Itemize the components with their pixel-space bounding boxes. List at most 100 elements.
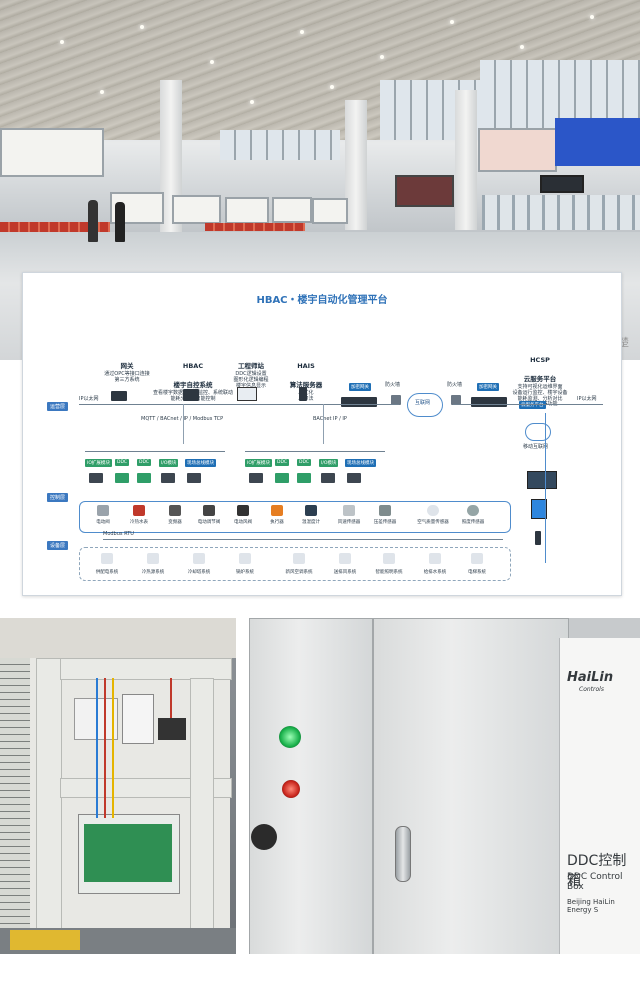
ceiling-light	[450, 20, 454, 24]
node-workstation: 工程师站 DDC逻辑设置 图形化逻辑编程 楼宇信息显示	[221, 353, 281, 389]
pillar	[345, 100, 367, 230]
node-hais-subtitle: 算法服务器	[289, 381, 323, 389]
regulating-valve-icon	[203, 505, 215, 516]
control-item-label: 变频器	[168, 520, 182, 525]
node-hcsp-desc: 能耗监测、分析对比	[517, 395, 563, 402]
cloud-icon	[525, 423, 551, 441]
io-module	[161, 473, 175, 483]
equipment-icon	[383, 553, 395, 564]
gate-sign	[540, 175, 584, 193]
ddc-tag: DDC	[297, 459, 312, 466]
actuator-icon	[271, 505, 283, 516]
ethernet-bus	[453, 404, 603, 405]
node-workstation-desc: 楼宇信息显示	[235, 382, 266, 389]
band-equipment: 设备层	[47, 541, 69, 550]
red-indicator-light-icon	[282, 780, 300, 798]
service-desk	[395, 175, 454, 207]
light-sensor-icon	[467, 505, 479, 516]
box-title-en: DDC Control Box	[567, 872, 623, 892]
equipment-icon	[429, 553, 441, 564]
seating-row	[205, 223, 305, 231]
ddc-tag: DDC	[137, 459, 152, 466]
control-item-label: 温湿度计	[302, 520, 320, 525]
node-hcsp-desc: 支持可视化运维界面	[517, 384, 563, 390]
ddc-tag: 现场总线模块	[345, 459, 376, 467]
connector	[545, 413, 546, 563]
diagram-title: HBAC・楼宇自动化管理平台	[256, 295, 388, 306]
gateway-device	[111, 391, 127, 401]
equipment-icon	[339, 553, 351, 564]
seating-row	[0, 222, 110, 232]
ddc-controller	[115, 473, 129, 483]
advert-board	[478, 128, 557, 172]
wire-duct	[190, 678, 214, 930]
bus-label: IP以太网	[577, 396, 597, 402]
label-panel	[559, 638, 640, 954]
node-workstation-title: 工程师站	[238, 362, 264, 370]
control-item-label: 电动阀	[96, 520, 110, 525]
ddc-bus	[85, 451, 225, 452]
wire	[104, 678, 106, 818]
info-board	[225, 197, 269, 224]
ddc-tag: DDC	[115, 459, 130, 466]
wire-duct	[60, 658, 232, 680]
node-gateway-desc: 第三方系统	[114, 376, 140, 383]
node-hcsp-desc: 设备运行监控、楼宇设备	[512, 389, 568, 396]
equipment-icon	[471, 553, 483, 564]
control-cabinet-interior-photo	[0, 618, 236, 954]
air-quality-sensor-icon	[427, 505, 439, 516]
bus-label: BACnet IP / IP	[313, 416, 347, 422]
equipment-icon	[147, 553, 159, 564]
fieldbus-module	[347, 473, 361, 483]
valve-icon	[97, 505, 109, 516]
thermometer-icon	[305, 505, 317, 516]
node-gateway-desc: 通过OPC等接口连接	[104, 371, 150, 377]
node-hcsp: HCSP 云服务平台 支持可视化运维界面 设备运行监控、楼宇设备 能耗监测、分析…	[505, 347, 575, 408]
encrypt-gateway-device	[471, 397, 507, 407]
inverter-icon	[169, 505, 181, 516]
control-item-label: 电动调节阀	[197, 520, 221, 525]
equipment-item-label: 电梯系统	[468, 570, 486, 575]
ceiling-light	[300, 30, 304, 34]
brand-logo: HaiLin	[567, 670, 614, 685]
ceiling-light	[330, 85, 334, 89]
node-hcsp-subtitle: 云服务平台	[523, 375, 557, 383]
equipment-item-label: 供配电系统	[95, 570, 119, 575]
connector-block	[10, 930, 80, 950]
control-item-label: 电动风阀	[234, 520, 252, 525]
wire	[112, 678, 114, 818]
internet-cloud-icon	[407, 393, 443, 417]
node-hbac-subtitle: 楼宇自控系统	[173, 381, 213, 389]
power-supply	[122, 694, 154, 744]
ddc-tag: IO扩展模块	[85, 459, 112, 467]
equipment-item-label: 智能照明系统	[375, 570, 403, 575]
ceiling-light	[140, 25, 144, 29]
node-gateway: 网关 通过OPC等接口连接 第三方系统	[97, 353, 157, 384]
ceiling-light	[210, 60, 214, 64]
wind-sensor-icon	[343, 505, 355, 516]
ddc-controller	[137, 473, 151, 483]
door-handle-icon[interactable]	[395, 826, 411, 882]
ethernet-bus	[79, 404, 399, 405]
band-control: 控制层	[47, 493, 69, 502]
encrypt-gateway-label-2: 加密网关	[477, 383, 499, 391]
control-item-label: 风速传感器	[337, 520, 361, 525]
firewall-icon	[391, 395, 401, 405]
equipment-icon	[101, 553, 113, 564]
control-item-label: 压差传感器	[373, 520, 397, 525]
equipment-icon	[239, 553, 251, 564]
ceiling-light	[590, 15, 594, 19]
equipment-icon	[293, 553, 305, 564]
io-module	[321, 473, 335, 483]
rotary-switch-icon[interactable]	[251, 824, 277, 850]
equipment-item-label: 送排风系统	[333, 570, 357, 575]
display-screen	[555, 118, 640, 166]
node-hais-title: HAIS	[297, 362, 315, 370]
wire	[170, 678, 172, 718]
connector	[323, 404, 324, 444]
pillar	[455, 90, 477, 230]
info-board	[0, 128, 104, 177]
encrypt-gateway-device	[341, 397, 377, 407]
ddc-bus	[245, 451, 385, 452]
equipment-layer-box	[79, 547, 511, 581]
